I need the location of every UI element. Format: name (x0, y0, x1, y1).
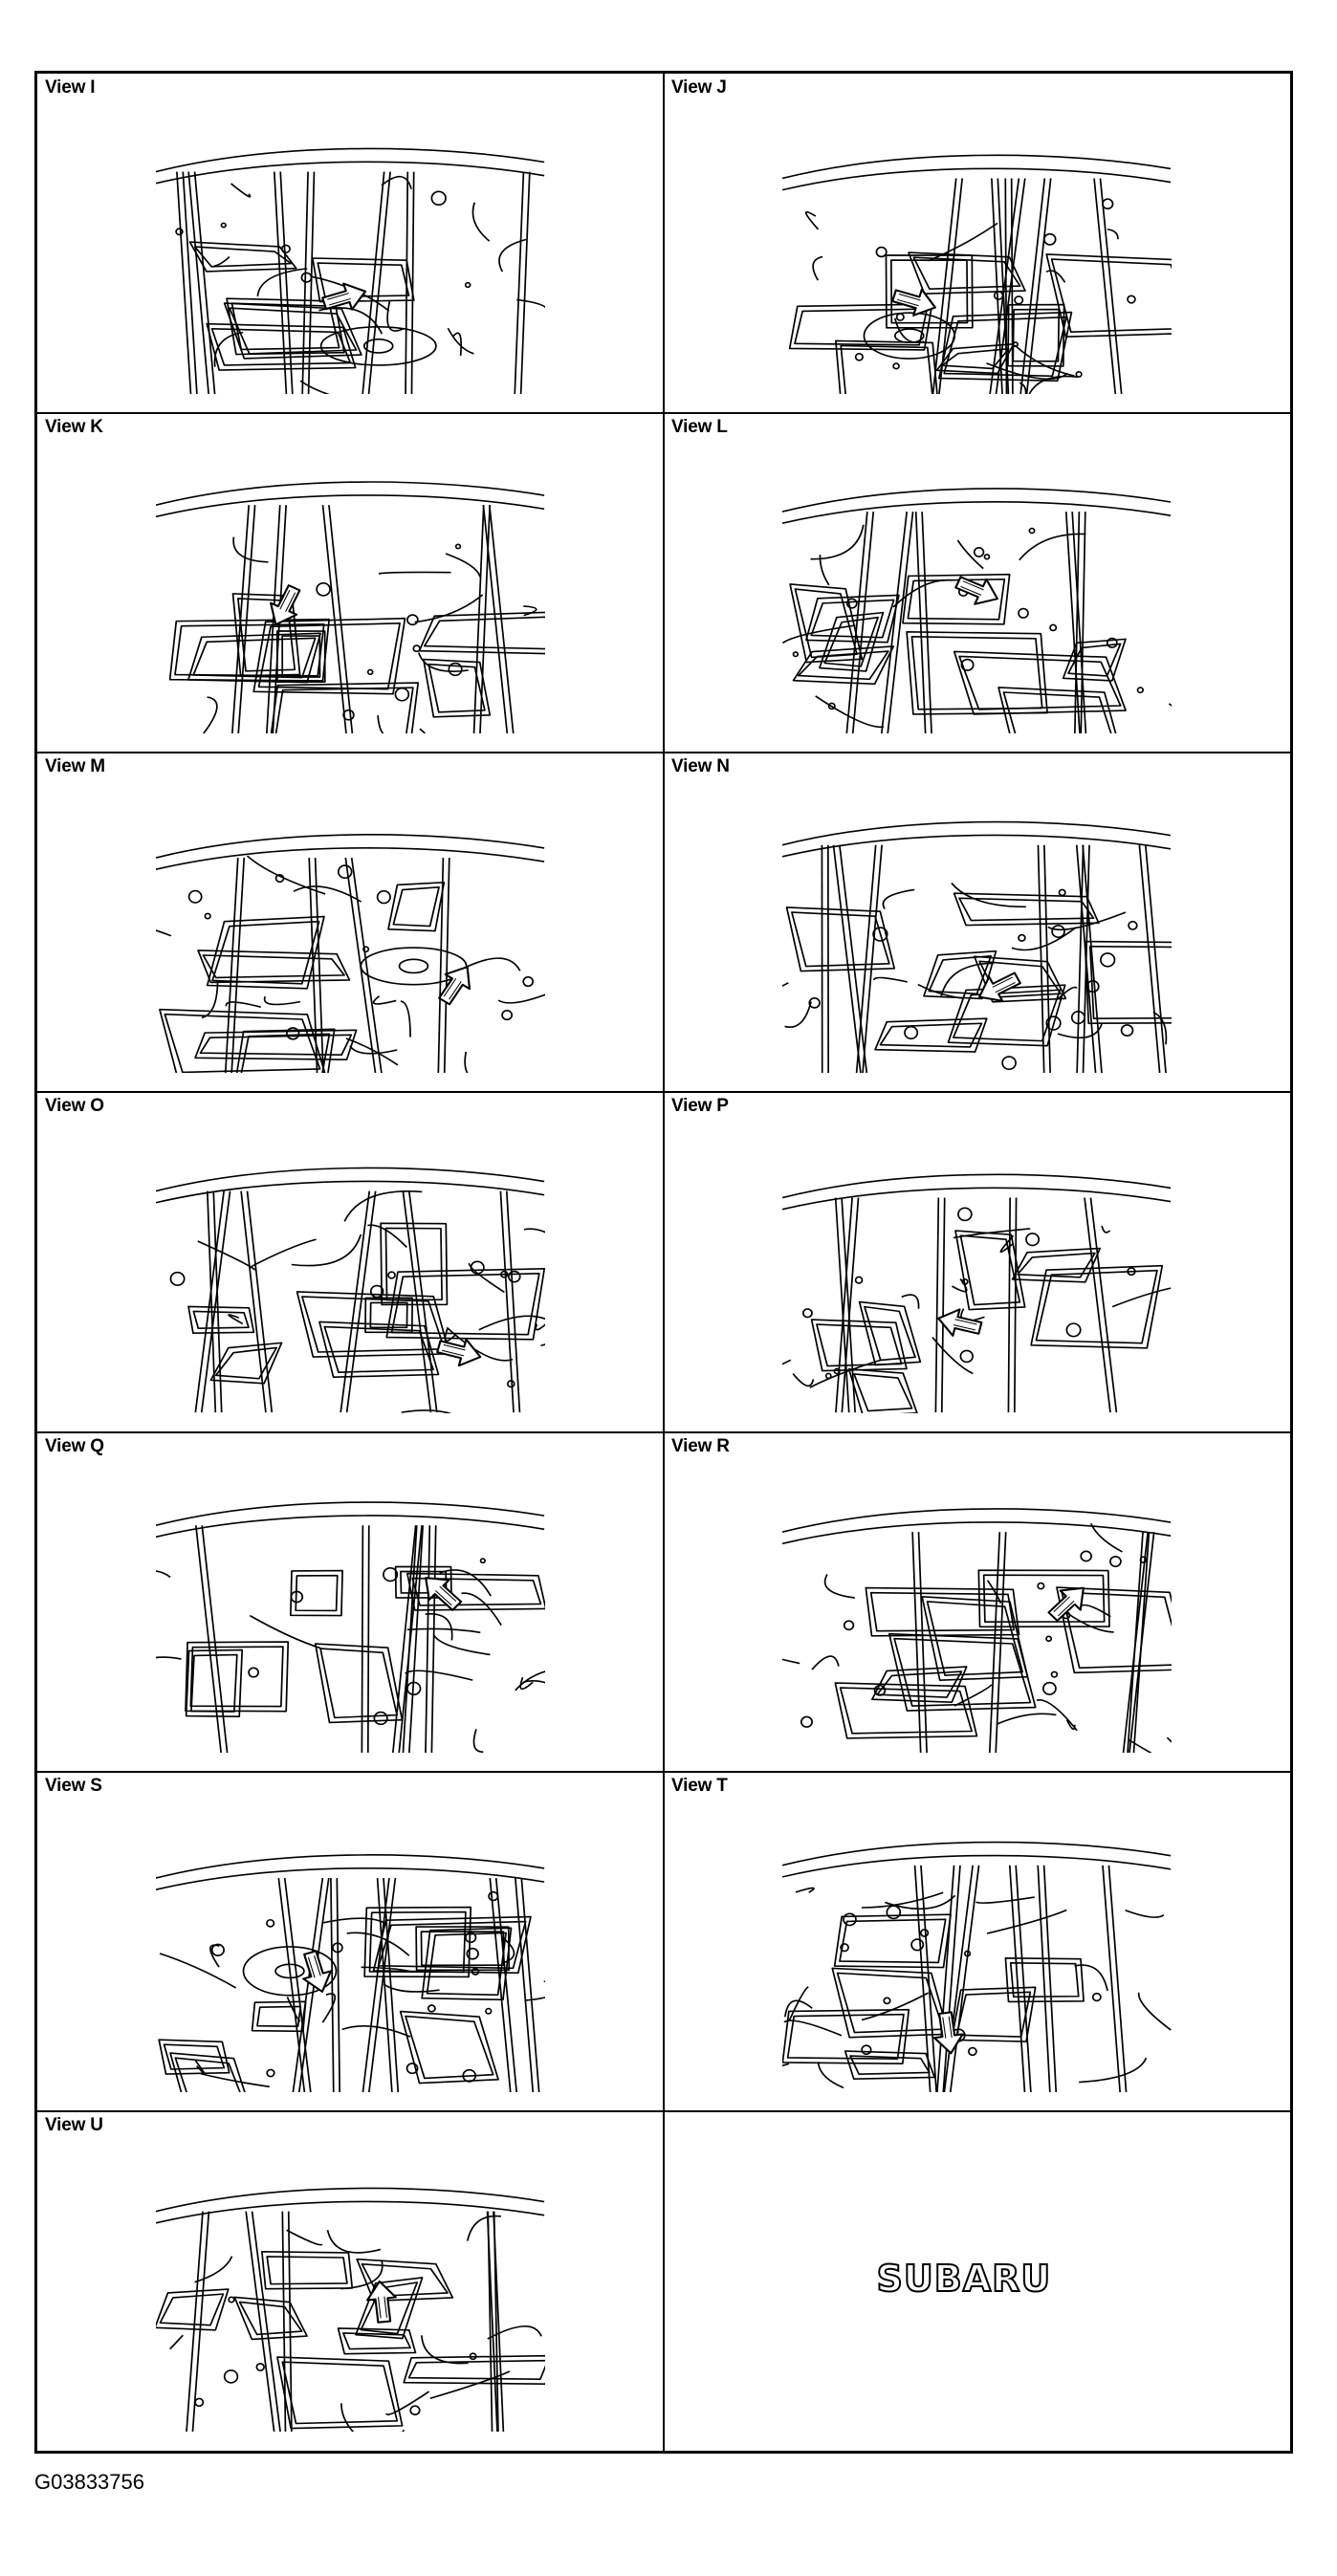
view-label: View P (671, 1096, 729, 1117)
underbody-rear-drawing (782, 1822, 1172, 2092)
row-divider (37, 752, 1290, 754)
view-label: View U (45, 2114, 103, 2135)
row-divider (37, 412, 1290, 415)
view-cell: View R (664, 1432, 1290, 1772)
rear-shelf-drawing (156, 463, 545, 734)
line-drawing (156, 834, 545, 1074)
view-cell: View K (37, 413, 664, 753)
view-label: View I (45, 77, 96, 98)
sedan-interior-rear-side-drawing (156, 123, 545, 395)
row-divider (37, 1430, 1290, 1433)
figure-id: G03833756 (34, 2470, 144, 2494)
view-cell: View U (37, 2111, 664, 2451)
view-label: View K (45, 417, 103, 438)
subaru-logo: SUBARU (876, 2257, 1052, 2301)
view-cell: View N (664, 753, 1290, 1092)
view-label: View S (45, 1775, 102, 1796)
line-drawing (782, 821, 1172, 1074)
row-divider (37, 2109, 1290, 2112)
view-cell: View L (664, 413, 1290, 753)
view-cell: View P (664, 1092, 1290, 1431)
view-cell: View T (664, 1772, 1290, 2111)
view-cell: View O (37, 1092, 664, 1431)
view-cell: View Q (37, 1432, 664, 1772)
view-label: View M (45, 756, 105, 777)
line-drawing (782, 154, 1172, 395)
line-drawing (156, 147, 545, 395)
view-label: View N (671, 756, 730, 777)
view-label: View T (671, 1775, 728, 1796)
line-drawing (156, 481, 545, 734)
view-label: View R (671, 1435, 730, 1456)
line-drawing (782, 1841, 1172, 2092)
line-drawing (156, 1500, 545, 1753)
rear-bulkhead-drawing (782, 802, 1172, 1074)
view-label: View J (671, 77, 727, 98)
row-divider (37, 1770, 1290, 1773)
floor-panel-drawing (156, 802, 545, 1074)
views-grid: View I View J View K View L View M View N View… (34, 71, 1293, 2454)
line-drawing (782, 1173, 1172, 1413)
rear-floor-crossmember-drawing (782, 463, 1172, 734)
view-label: View Q (45, 1435, 104, 1456)
underbody-center-drawing (156, 1822, 545, 2092)
line-drawing (156, 2187, 545, 2432)
spare-tire-well-drawing (156, 1142, 545, 1413)
view-cell: View M (37, 753, 664, 1092)
view-cell: View J (664, 74, 1290, 413)
underbody-front-drawing (782, 1482, 1172, 1753)
line-drawing (156, 1168, 545, 1413)
view-cell: View I (37, 74, 664, 413)
front-bulkhead-drawing (156, 2161, 545, 2432)
line-drawing (782, 1507, 1172, 1753)
line-drawing (156, 1853, 545, 2092)
trunk-corner-drawing (782, 123, 1172, 395)
wheel-house-drawing (156, 1482, 545, 1753)
view-label: View L (671, 417, 728, 438)
view-cell: View S (37, 1772, 664, 2111)
line-drawing (782, 488, 1172, 734)
side-sill-drawing (782, 1142, 1172, 1413)
row-divider (37, 1091, 1290, 1094)
view-label: View O (45, 1096, 104, 1117)
column-divider (663, 74, 665, 2451)
